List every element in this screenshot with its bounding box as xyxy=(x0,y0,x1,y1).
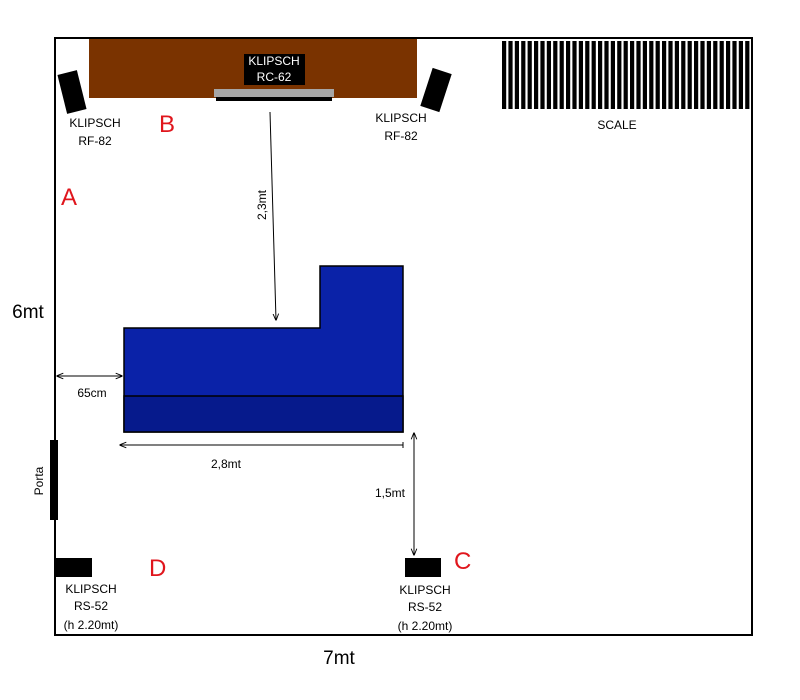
stair-tread xyxy=(508,41,513,109)
door-label: Porta xyxy=(32,466,46,495)
front-left-speaker xyxy=(57,70,87,114)
rear-left-speaker-label-2: RS-52 xyxy=(74,599,108,613)
rear-left-speaker xyxy=(56,558,92,577)
rear-right-speaker-label-1: KLIPSCH xyxy=(399,583,450,597)
stair-tread xyxy=(527,41,532,109)
stair-tread xyxy=(668,41,673,109)
front-right-speaker xyxy=(420,67,452,113)
stair-tread xyxy=(719,41,724,109)
stair-tread xyxy=(553,41,558,109)
stair-tread xyxy=(713,41,718,109)
door xyxy=(50,440,58,520)
stair-tread xyxy=(687,41,692,109)
stair-tread xyxy=(578,41,583,109)
sofa-width-label: 2,8mt xyxy=(211,457,242,471)
center-speaker-label-1: KLIPSCH xyxy=(248,54,299,68)
stair-tread xyxy=(738,41,743,109)
rear-left-speaker-label-1: KLIPSCH xyxy=(65,582,116,596)
room-height-label: 6mt xyxy=(12,302,44,323)
stairs-label: SCALE xyxy=(597,118,636,132)
tv-to-sofa-label: 2,3mt xyxy=(255,189,269,220)
tv-screen xyxy=(214,89,334,97)
stair-tread xyxy=(521,41,526,109)
stair-tread xyxy=(610,41,615,109)
rear-right-speaker-label-3: (h 2.20mt) xyxy=(398,619,453,633)
stair-tread xyxy=(630,41,635,109)
stair-tread xyxy=(617,41,622,109)
stair-tread xyxy=(540,41,545,109)
stair-tread xyxy=(694,41,699,109)
stair-tread xyxy=(681,41,686,109)
stair-tread xyxy=(585,41,590,109)
zone-letter-d: D xyxy=(149,555,166,582)
stairs xyxy=(502,41,750,109)
stair-tread xyxy=(700,41,705,109)
stair-tread xyxy=(566,41,571,109)
zone-letter-c: C xyxy=(454,548,471,575)
sofa-to-rear-label: 1,5mt xyxy=(375,486,406,500)
stair-tread xyxy=(623,41,628,109)
stair-tread xyxy=(642,41,647,109)
stair-tread xyxy=(534,41,539,109)
front-right-speaker-label-1: KLIPSCH xyxy=(375,111,426,125)
stair-tread xyxy=(591,41,596,109)
stair-tread xyxy=(514,41,519,109)
stair-tread xyxy=(636,41,641,109)
center-speaker xyxy=(244,54,305,85)
stair-tread xyxy=(649,41,654,109)
sofa-seat xyxy=(123,395,404,433)
stair-tread xyxy=(546,41,551,109)
stair-tread xyxy=(598,41,603,109)
front-right-speaker-label-2: RF-82 xyxy=(384,129,418,143)
stair-tread xyxy=(662,41,667,109)
zone-letter-b: B xyxy=(159,111,175,138)
front-left-speaker-label-1: KLIPSCH xyxy=(69,116,120,130)
room-width-label: 7mt xyxy=(323,648,355,669)
stair-tread xyxy=(706,41,711,109)
wall-to-sofa-label: 65cm xyxy=(77,386,106,400)
stair-tread xyxy=(732,41,737,109)
stair-tread xyxy=(655,41,660,109)
tv-base xyxy=(216,97,332,101)
front-left-speaker-label-2: RF-82 xyxy=(78,134,112,148)
stair-tread xyxy=(674,41,679,109)
stair-tread xyxy=(502,41,507,109)
stair-tread xyxy=(559,41,564,109)
room-outline xyxy=(54,37,753,636)
stair-tread xyxy=(604,41,609,109)
rear-right-speaker xyxy=(405,558,441,577)
rear-left-speaker-label-3: (h 2.20mt) xyxy=(64,618,119,632)
stair-tread xyxy=(745,41,750,109)
stair-tread xyxy=(572,41,577,109)
tv-to-sofa-arrow xyxy=(269,111,276,320)
zone-letter-a: A xyxy=(61,184,77,211)
rear-right-speaker-label-2: RS-52 xyxy=(408,600,442,614)
stair-tread xyxy=(726,41,731,109)
center-speaker-label-2: RC-62 xyxy=(257,70,292,84)
